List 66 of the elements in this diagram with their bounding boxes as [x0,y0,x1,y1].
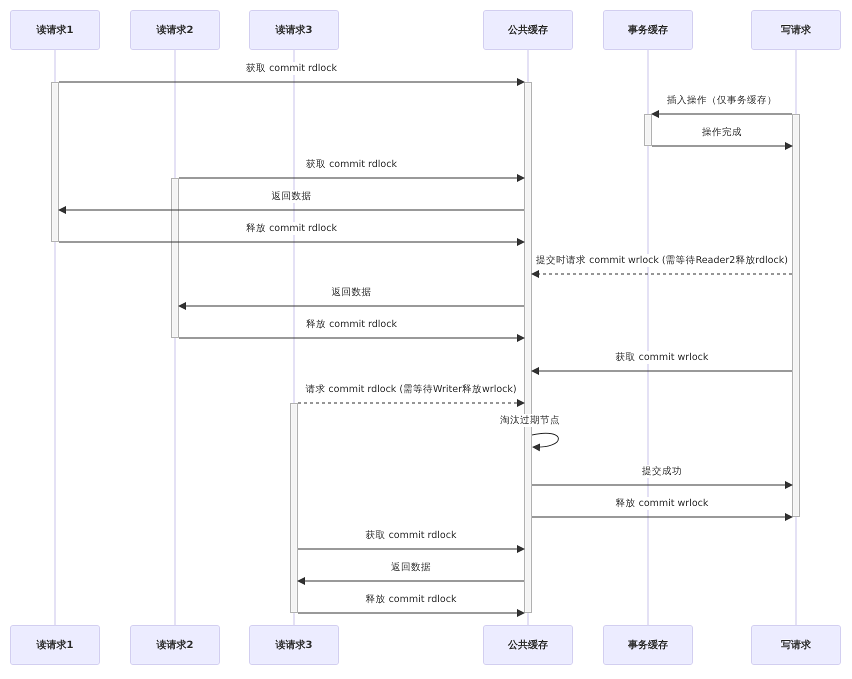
message-arrow [531,270,792,278]
message-label: 返回数据 [389,561,433,574]
participant-box [603,10,693,50]
participant-name: 读请求1 [36,638,74,652]
activation-bar [290,403,298,613]
participant-name: 写请求 [781,24,811,37]
participant-name: 公共缓存 [508,638,548,652]
participant-box [130,10,220,50]
participant-name: 事务缓存 [628,24,668,37]
participant-name: 写请求 [781,638,811,652]
participant-name: 公共缓存 [508,24,548,37]
participant-name: 读请求2 [156,24,194,37]
participant-box [130,625,220,665]
activation-bar [171,178,179,338]
message-label: 提交成功 [640,465,684,478]
message-arrow [652,142,793,150]
lifeline [54,50,56,82]
message-label: 淘汰过期节点 [498,414,562,427]
lifeline [174,50,176,178]
message-label: 释放 commit rdlock [364,593,458,606]
message-arrow [297,577,524,585]
participant-box [249,625,339,665]
message-arrow [178,334,525,342]
message-arrow [58,238,525,246]
message-label: 释放 commit wrlock [614,497,710,510]
participant-box [603,625,693,665]
message-arrow [532,432,559,452]
participant-box [483,10,573,50]
lifeline [174,338,176,626]
message-label: 请求 commit rdlock (需等待Writer释放wrlock) [303,383,519,396]
message-label: 释放 commit rdlock [244,222,339,235]
participant-name: 读请求3 [276,638,312,652]
message-arrow [58,206,524,214]
message-arrow [58,78,525,86]
activation-bar [792,114,800,517]
message-arrow [531,367,792,375]
participant-box [10,10,100,50]
message-label: 操作完成 [700,126,744,139]
message-label: 返回数据 [330,286,374,299]
message-arrow [298,545,525,553]
message-label: 获取 commit wrlock [614,351,710,364]
participant-box [10,625,100,665]
participant-name: 读请求1 [36,24,74,37]
lifeline [54,242,56,626]
message-arrow [298,609,525,617]
activation-bar [644,114,652,146]
participant-box [751,10,841,50]
message-label: 返回数据 [270,190,314,203]
message-arrow [651,110,792,118]
participant-name: 读请求3 [276,24,312,37]
message-arrow [298,399,525,407]
participant-name: 读请求2 [156,638,194,652]
message-arrow [178,302,524,310]
message-label: 释放 commit rdlock [304,318,399,331]
message-arrow [532,481,793,489]
message-arrow [532,513,793,521]
participant-box [249,10,339,50]
message-arrow [178,174,525,182]
participant-box [483,625,573,665]
message-label: 获取 commit rdlock [364,529,458,542]
message-label: 获取 commit rdlock [304,158,399,171]
message-label: 获取 commit rdlock [244,62,339,75]
activation-bar [51,82,59,242]
message-label: 提交时请求 commit wrlock (需等待Reader2释放rdlock) [534,254,790,267]
participant-name: 事务缓存 [628,638,668,652]
participant-box [751,625,841,665]
